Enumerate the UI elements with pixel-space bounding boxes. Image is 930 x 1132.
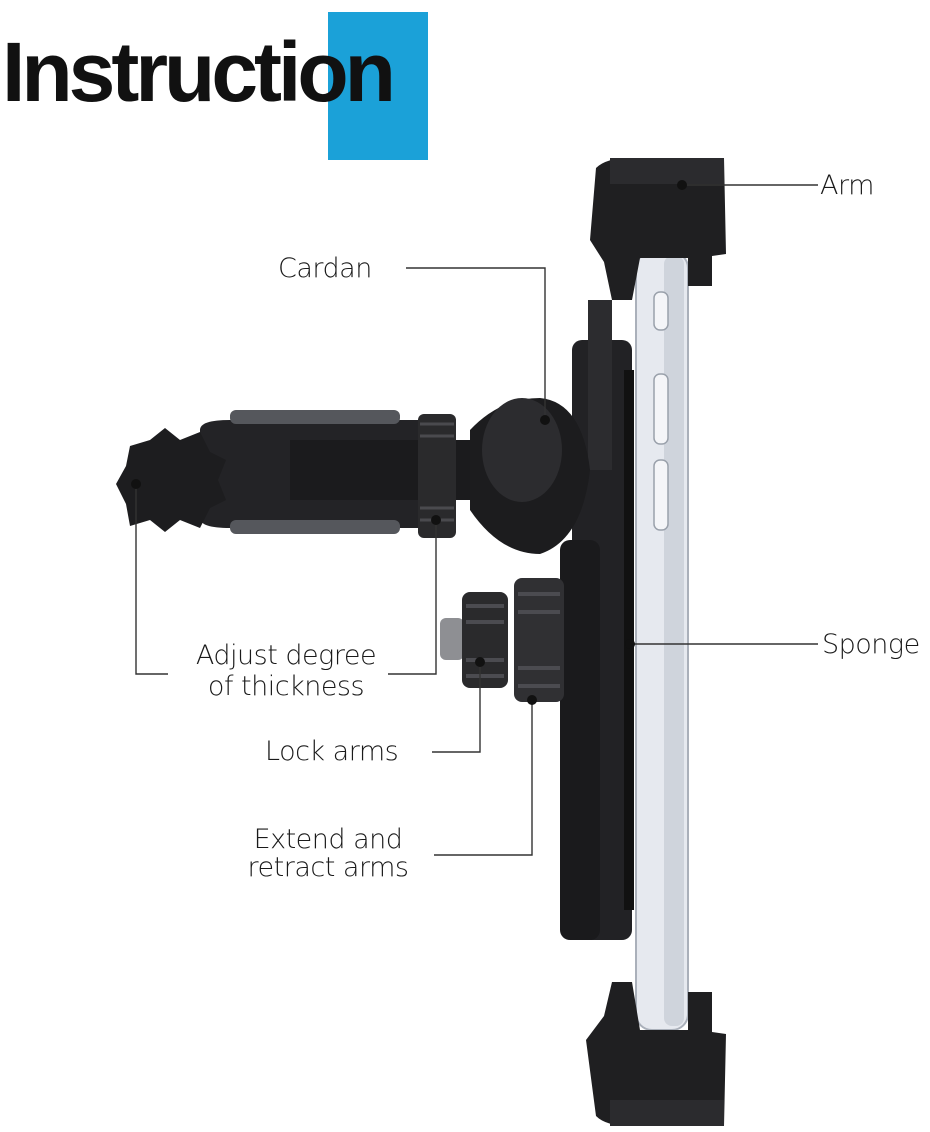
clamp-knob-icon bbox=[116, 428, 226, 532]
label-extend-line2: retract arms bbox=[247, 852, 409, 883]
phone-switch-icon bbox=[653, 291, 669, 331]
title-accent-block bbox=[328, 12, 428, 160]
handlebar-clamp bbox=[116, 398, 590, 554]
extend-arms-knob-icon bbox=[514, 578, 564, 702]
phone-volume-up-icon bbox=[653, 373, 669, 445]
label-extend-retract: Extend and retract arms bbox=[245, 826, 411, 882]
label-cardan: Cardan bbox=[278, 253, 372, 284]
label-extend-line1: Extend and bbox=[253, 824, 403, 855]
label-arm: Arm bbox=[820, 170, 874, 201]
phone-volume-down-icon bbox=[653, 459, 669, 531]
leader-lines bbox=[135, 184, 818, 856]
arm-knobs bbox=[440, 578, 564, 702]
label-adjust-line1: Adjust degree bbox=[195, 640, 377, 671]
label-adjust-thickness: Adjust degree of thickness bbox=[192, 640, 380, 702]
label-adjust-line2: of thickness bbox=[207, 671, 365, 702]
page-title: Instruction bbox=[2, 25, 396, 119]
leader-dots bbox=[131, 180, 687, 705]
lock-screw-icon bbox=[440, 618, 464, 660]
phone-illustration bbox=[635, 251, 689, 1031]
label-lock-arms: Lock arms bbox=[265, 736, 399, 767]
lock-arms-knob-icon bbox=[462, 592, 508, 688]
label-sponge: Sponge bbox=[822, 629, 920, 660]
